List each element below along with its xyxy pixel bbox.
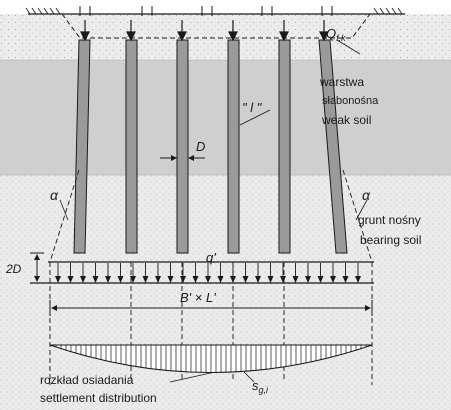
pressure-arrow-head bbox=[55, 276, 61, 283]
pressure-arrow-head bbox=[317, 276, 324, 283]
pressure-arrow-head bbox=[142, 276, 149, 283]
settlement-label-pl: rozkład osiadania bbox=[40, 373, 134, 387]
pile-group bbox=[73, 39, 348, 254]
pile-2 bbox=[125, 39, 138, 254]
depth-dimension bbox=[30, 252, 44, 282]
pressure-arrow-head bbox=[80, 276, 86, 283]
diameter-label: D bbox=[196, 139, 205, 154]
weak-soil-label-en: weak soil bbox=[321, 113, 371, 127]
ground-surface-hatching bbox=[25, 7, 403, 15]
leader-lines bbox=[59, 39, 368, 383]
pressure-arrow-head bbox=[267, 276, 274, 283]
pressure-arrow-head bbox=[180, 276, 186, 283]
pile-length-label: " l " bbox=[242, 100, 263, 115]
angle-left-label: α bbox=[50, 187, 59, 203]
pressure-arrow-head bbox=[355, 276, 361, 283]
pressure-arrow-head bbox=[255, 276, 261, 283]
settlement-symbol-label: sg,i bbox=[252, 378, 269, 395]
settlement-distribution bbox=[49, 344, 373, 373]
pressure-arrow-head bbox=[167, 276, 174, 283]
pile-6 bbox=[318, 39, 348, 254]
settlement-label-en: settlement distribution bbox=[40, 391, 157, 405]
pile-cap-outline bbox=[61, 13, 371, 39]
pressure-arrow-head bbox=[67, 276, 74, 283]
pressure-arrow-head bbox=[192, 276, 199, 283]
top-soil-texture bbox=[0, 14, 451, 60]
pile-4 bbox=[227, 39, 240, 254]
weak-soil-label-pl: warstwa bbox=[319, 75, 364, 89]
bearing-soil-label-pl: grunt nośny bbox=[358, 213, 421, 227]
column-stubs bbox=[79, 6, 333, 16]
pressure-arrow-head bbox=[130, 276, 136, 283]
load-label: Qf,k bbox=[326, 26, 346, 43]
load-leader bbox=[336, 39, 361, 55]
settlement-leader bbox=[169, 371, 216, 383]
pressure-arrow-head bbox=[117, 276, 124, 283]
angle-left-leader bbox=[59, 199, 69, 221]
pressure-arrow-head bbox=[92, 276, 99, 283]
weak-soil-label-pl2: słabonośna bbox=[322, 95, 379, 107]
angle-right-label: α bbox=[362, 187, 371, 203]
pile-5 bbox=[278, 39, 291, 254]
bearing-soil-label-en: bearing soil bbox=[360, 233, 421, 247]
pile-label-leader bbox=[239, 109, 271, 126]
pressure-arrow-head bbox=[342, 276, 349, 283]
angle-right-leader bbox=[355, 199, 368, 221]
pressure-arrow-head bbox=[292, 276, 299, 283]
load-arrows bbox=[80, 20, 329, 42]
settlement-symbol-leader bbox=[243, 371, 255, 383]
pressure-arrow-head bbox=[280, 276, 286, 283]
pressure-arrows bbox=[55, 263, 361, 283]
pressure-arrow-head bbox=[105, 276, 111, 283]
pressure-arrow-head bbox=[330, 276, 336, 283]
pressure-arrow-head bbox=[155, 276, 161, 283]
pressure-arrow-head bbox=[217, 276, 224, 283]
width-label: B' × L' bbox=[180, 290, 216, 305]
pressure-label: q' bbox=[206, 250, 216, 265]
width-dimension bbox=[49, 300, 373, 316]
pressure-arrow-head bbox=[242, 276, 249, 283]
pressure-arrow-head bbox=[205, 276, 211, 283]
pressure-arrow-head bbox=[305, 276, 311, 283]
weak-soil-layer bbox=[0, 60, 451, 175]
depth-label: 2D bbox=[5, 262, 22, 276]
pile-3 bbox=[176, 39, 189, 254]
pressure-arrow-head bbox=[230, 276, 236, 283]
